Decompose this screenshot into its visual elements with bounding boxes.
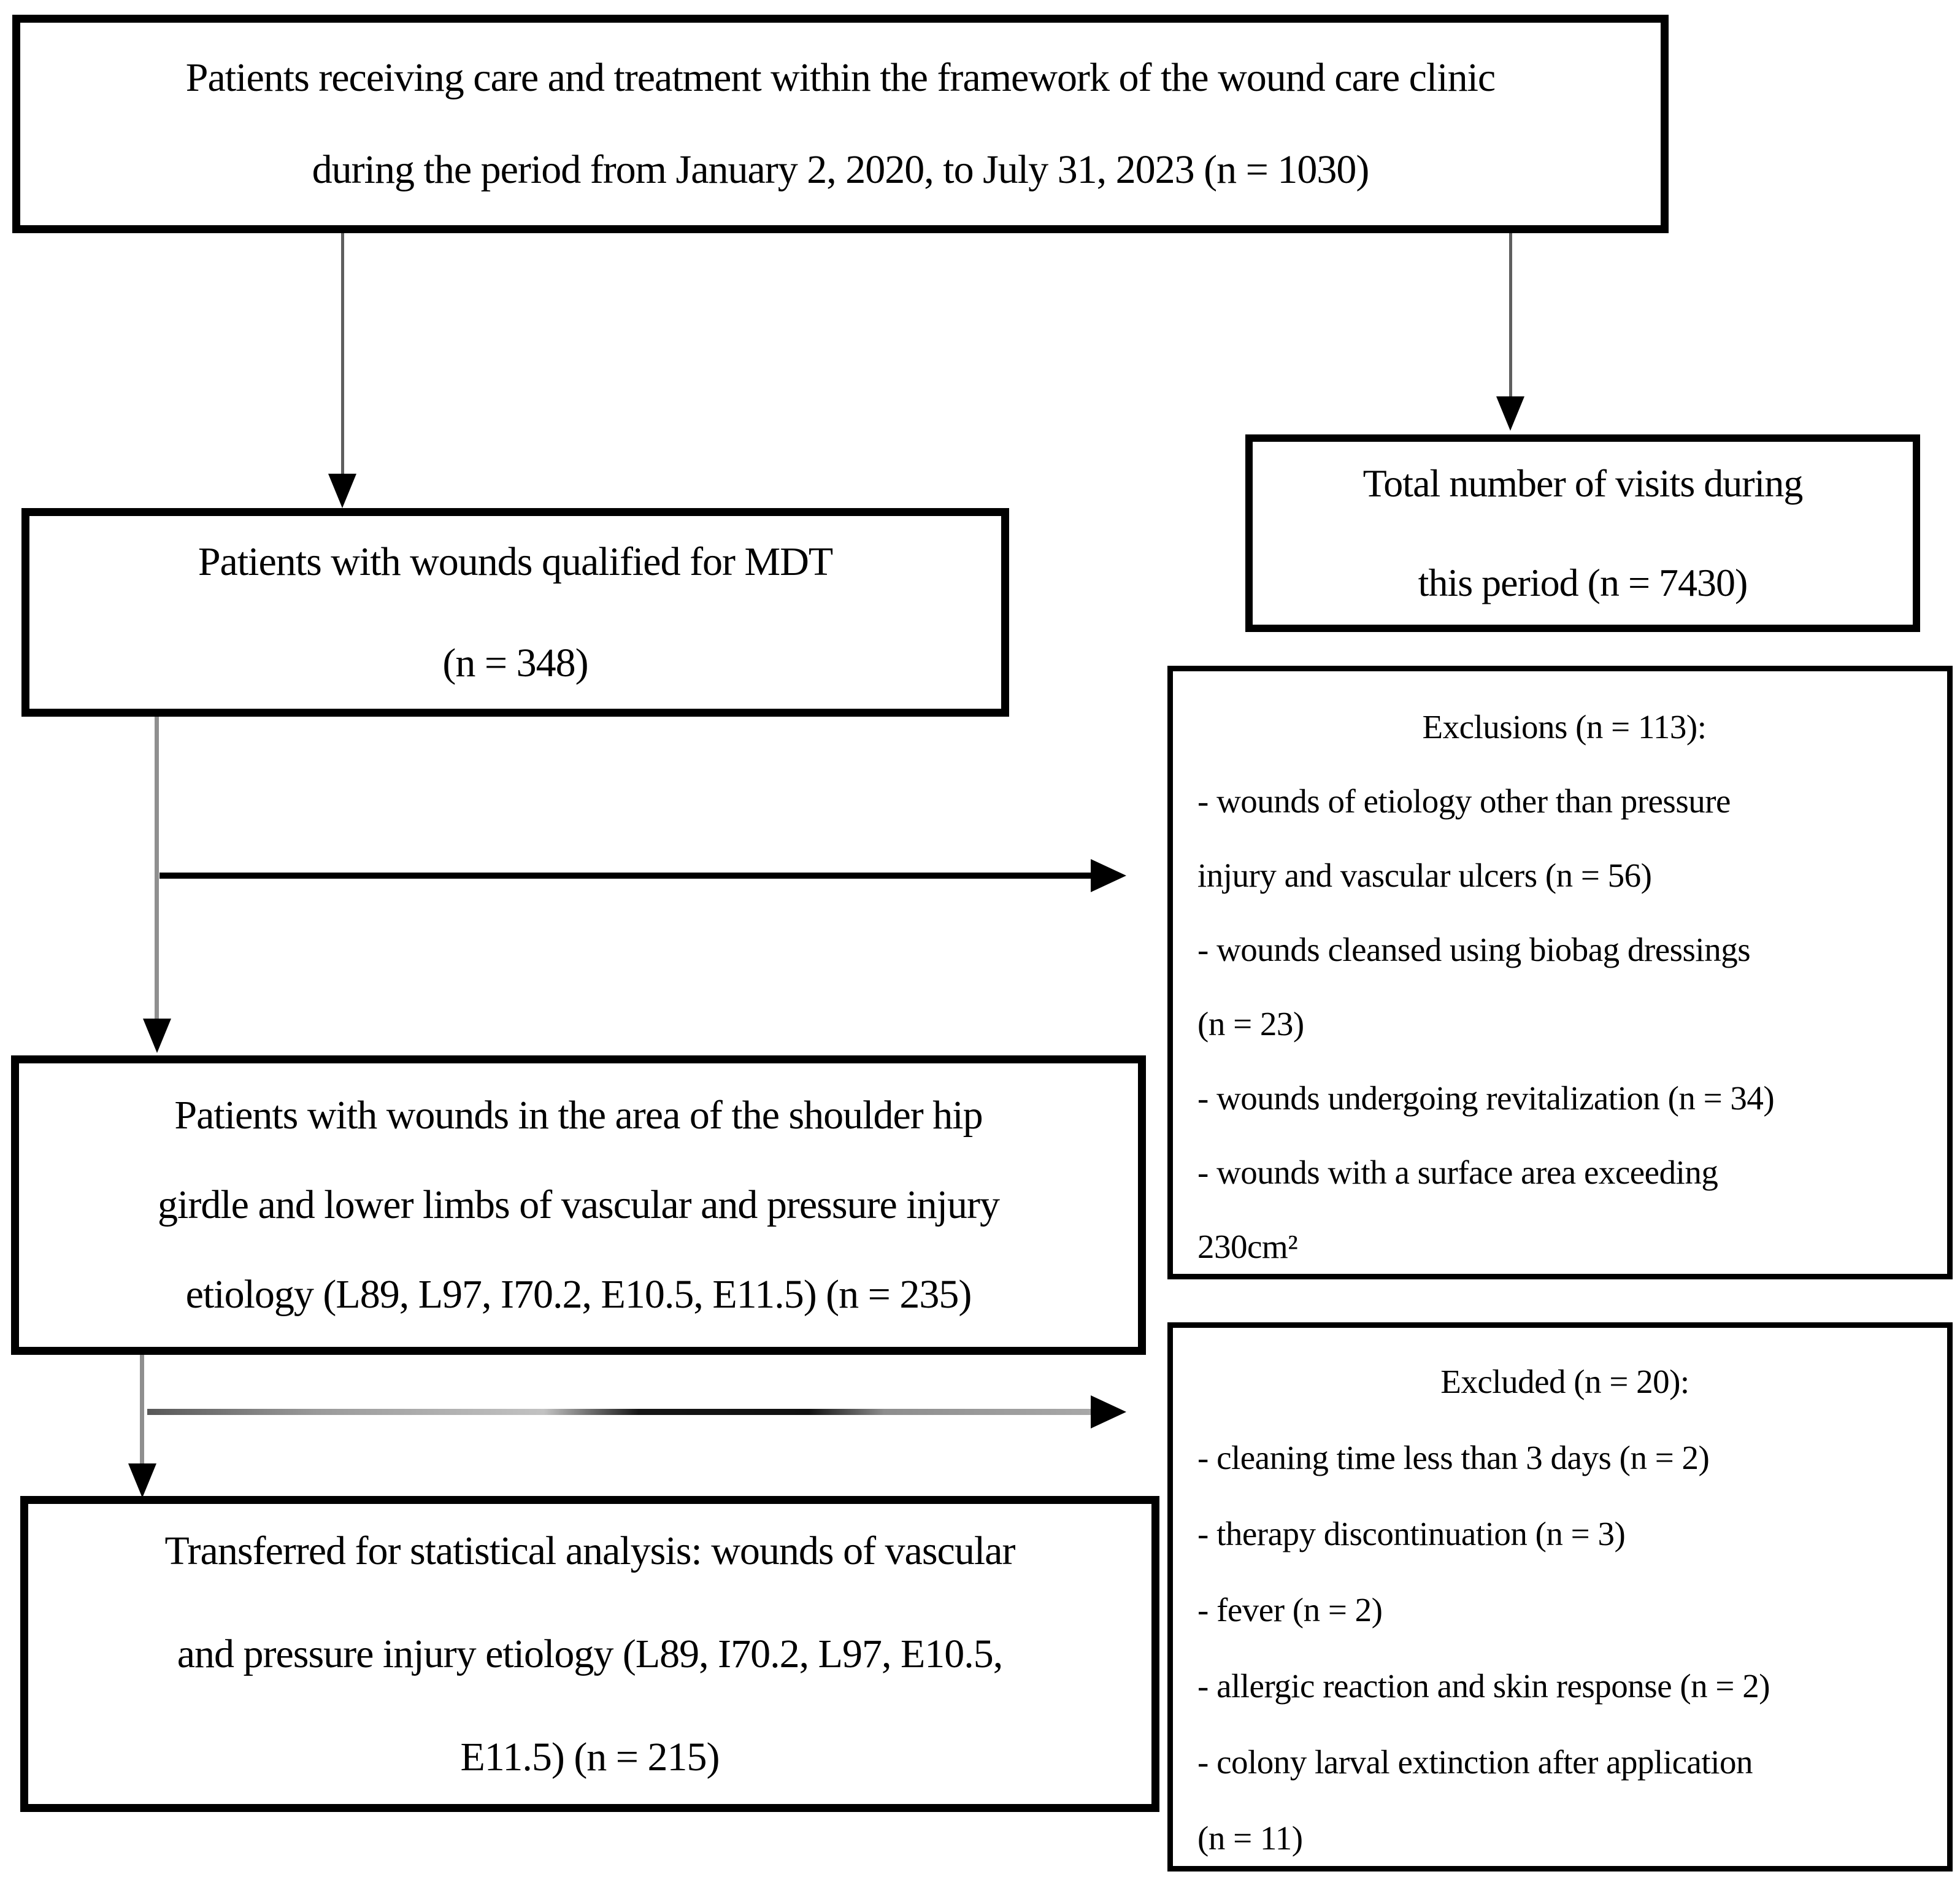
visits-box-line-1: Total number of visits during bbox=[1362, 461, 1804, 505]
exclusions-item: - wounds of etiology other than pressure bbox=[1197, 782, 1731, 820]
flow-box-statistical-analysis: Transferred for statistical analysis: wo… bbox=[20, 1496, 1159, 1812]
exclusions-title: Exclusions (n = 113): bbox=[1422, 708, 1707, 746]
excluded-item: - therapy discontinuation (n = 3) bbox=[1197, 1515, 1626, 1552]
source-box-line-1: Patients receiving care and treatment wi… bbox=[185, 55, 1496, 100]
source-box-line-2: during the period from January 2, 2020, … bbox=[312, 147, 1370, 192]
analysis-box-line-3: E11.5) (n = 215) bbox=[460, 1734, 720, 1779]
exclusions-item: (n = 23) bbox=[1197, 1005, 1304, 1043]
exclusions-item: - wounds cleansed using biobag dressings bbox=[1197, 931, 1751, 968]
flow-box-shoulder-hip-cohort: Patients with wounds in the area of the … bbox=[11, 1055, 1146, 1355]
flow-box-source: Patients receiving care and treatment wi… bbox=[12, 15, 1669, 233]
flow-box-qualified-mdt: Patients with wounds qualified for MDT (… bbox=[21, 508, 1009, 717]
excluded-item: - colony larval extinction after applica… bbox=[1197, 1743, 1753, 1781]
arrow-line bbox=[140, 1355, 144, 1465]
excluded-item: - allergic reaction and skin response (n… bbox=[1197, 1667, 1770, 1705]
arrow-line bbox=[341, 233, 344, 479]
cohort-box-line-3: etiology (L89, L97, I70.2, E10.5, E11.5)… bbox=[185, 1272, 972, 1317]
qualified-box-line-1: Patients with wounds qualified for MDT bbox=[198, 539, 833, 584]
arrowhead-down-icon bbox=[1496, 396, 1524, 431]
arrow-line bbox=[159, 873, 1092, 879]
cohort-box-line-2: girdle and lower limbs of vascular and p… bbox=[158, 1182, 1000, 1227]
analysis-box-line-2: and pressure injury etiology (L89, I70.2… bbox=[177, 1631, 1004, 1676]
qualified-box-line-2: (n = 348) bbox=[442, 641, 588, 685]
arrowhead-down-icon bbox=[143, 1019, 171, 1053]
flow-box-excluded: Excluded (n = 20): - cleaning time less … bbox=[1167, 1322, 1953, 1872]
arrow-line bbox=[147, 1409, 1092, 1415]
exclusions-item: injury and vascular ulcers (n = 56) bbox=[1197, 857, 1652, 894]
visits-box-line-2: this period (n = 7430) bbox=[1418, 561, 1748, 604]
excluded-title: Excluded (n = 20): bbox=[1440, 1363, 1689, 1400]
exclusions-item: - wounds undergoing revitalization (n = … bbox=[1197, 1079, 1775, 1117]
analysis-box-line-1: Transferred for statistical analysis: wo… bbox=[164, 1528, 1016, 1573]
arrowhead-down-icon bbox=[328, 474, 356, 508]
arrowhead-right-icon bbox=[1091, 859, 1126, 892]
exclusions-item: 230cm² bbox=[1197, 1228, 1298, 1265]
flow-box-exclusions: Exclusions (n = 113): - wounds of etiolo… bbox=[1167, 666, 1953, 1279]
excluded-item: - fever (n = 2) bbox=[1197, 1591, 1383, 1629]
excluded-item: - cleaning time less than 3 days (n = 2) bbox=[1197, 1439, 1710, 1476]
arrowhead-down-icon bbox=[128, 1463, 156, 1498]
arrow-line bbox=[155, 717, 159, 1019]
excluded-item: (n = 11) bbox=[1197, 1819, 1303, 1857]
cohort-box-line-1: Patients with wounds in the area of the … bbox=[174, 1093, 983, 1138]
arrow-line bbox=[1509, 233, 1512, 398]
arrowhead-right-icon bbox=[1091, 1395, 1126, 1428]
exclusions-item: - wounds with a surface area exceeding bbox=[1197, 1154, 1718, 1191]
flow-box-total-visits: Total number of visits during this perio… bbox=[1245, 434, 1920, 632]
